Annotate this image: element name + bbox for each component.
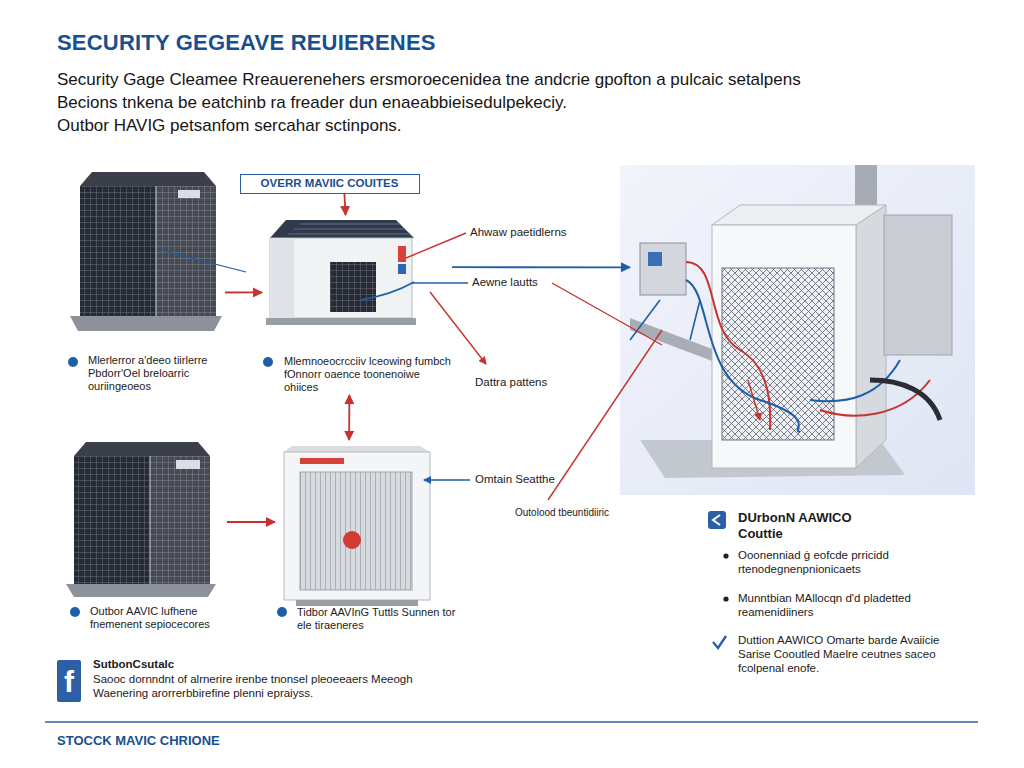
node-text: Mlerlerror a'deeo tiirlerre Pbdorr'Oel b… [88,354,238,394]
social-badge [57,660,81,702]
connector-arrow [225,291,262,293]
section-tag: OVERR MAVIIC COUITES [240,174,420,194]
card-heading: DUrbonN AAWICO Couttie [738,510,878,541]
backdrop [620,165,975,495]
unit-callout: Mlemnoeocrcciiv lceowing fumbch fOnnorr … [262,215,452,395]
leader-line [548,330,662,500]
unit-callout: Outbor AAVIC lufhene fnemenent sepioceco… [62,438,227,638]
bullet [723,596,728,601]
callout-label: Dattra pattens [475,376,547,390]
unit-callout: Outolood tbeuntidiiric [630,165,975,495]
connector-arrow [344,194,345,215]
subtitle-line: Security Gage Cleamee Rreauerenehers ers… [57,70,801,90]
node-text: Tidbor AAVInG Tuttls Sunnen tor ele tira… [297,606,469,632]
leader-arrow [430,292,486,364]
unit-top [284,446,430,452]
solar-panel [270,220,414,238]
connector-arrow [348,395,350,440]
condenser-pad [66,584,216,597]
unit-body [284,452,430,600]
wire [360,282,414,300]
condenser-face [80,186,156,316]
condenser-face [150,456,210,584]
unit-callout: Mlerlerror a'deeo tiirlerre Pbdorr'Oel b… [60,166,225,396]
bullet-text: Ooonenniad ġ eofcde prricidd rtenodegnen… [738,549,933,577]
service-tag [398,264,406,274]
condenser-lid [74,442,210,456]
fan-grille [330,262,376,312]
callout-marker [263,357,273,367]
unit-body [270,238,412,318]
social-icon-letter: f [57,664,81,700]
condenser-lid [80,172,216,186]
unit-feet [266,318,416,325]
fan-grille [722,268,834,440]
node-text: Mlemnoeocrcciiv lceowing fumbch fOnnorr … [284,355,452,395]
unit-callout: Tidbor AAVInG Tuttls Sunnen tor ele tira… [275,440,465,640]
callout-marker [277,607,287,617]
node-text: Outolood tbeuntidiiric [515,507,665,519]
junction-plate [648,252,662,266]
callout-label: Omtain Seatthe [475,473,555,487]
callout-label: Ahwaw paetidlerns [470,226,567,240]
callout-marker [70,607,80,617]
callout-marker [68,357,78,367]
wire [686,262,770,430]
unit-feet [296,600,418,606]
chevron [713,515,720,525]
footer-rule [45,721,978,723]
service-tag [398,246,406,262]
condenser-edge [149,456,151,584]
panel-line [288,224,410,234]
leader-line [412,282,468,283]
bullet [723,553,728,558]
leader-line [552,283,662,345]
leader-arrow [424,479,470,480]
subtitle-line: Outbor HAVIG petsanfom sercahar sctinpon… [57,116,402,136]
unit-side [856,205,886,468]
condenser-edge [155,186,157,316]
connector-arrow [452,266,630,268]
node-text: Outbor AAVIC lufhene fnemenent sepioceco… [90,605,230,631]
subtitle-line: Becions tnkena be eatchinb ra freader du… [57,93,567,113]
diagram-title: SECURITY GEGEAVE REUIERENES [57,30,436,56]
heading-icon [708,511,726,529]
control-box [884,215,952,355]
wire [686,280,800,432]
unit-grille [300,472,412,590]
brand-strip [300,458,344,464]
note-heading: SutbonCsutalc [93,658,174,672]
leader-arrow [748,380,760,420]
junction-box [640,243,686,295]
brand-logo [343,531,361,549]
callout-label: Aewne lautts [472,276,538,290]
connector-arrow [227,521,275,523]
check-text: Duttion AAWICO Omarte barde Avaiicie Sar… [738,634,948,675]
refrigerant-pipe [870,380,940,420]
bullet-text: Munntbian MAllocqn d'd pladetted reameni… [738,592,938,620]
note-body: Saooc dornndnt of alrnerire irenbe tnons… [93,673,438,701]
condenser-face [74,456,150,584]
brand-badge [176,460,200,469]
wire [820,380,930,416]
condenser-pad [70,316,222,331]
footer-caption: STOCCK MAVIC CHRIONE [57,733,220,749]
leader-line [406,233,466,258]
check-mark [713,636,726,648]
leader-line [160,250,246,272]
wire [630,300,700,340]
brand-badge [178,190,200,198]
unit-side [270,238,294,318]
node-text: OVERR MAVIIC COUITES [241,177,418,191]
